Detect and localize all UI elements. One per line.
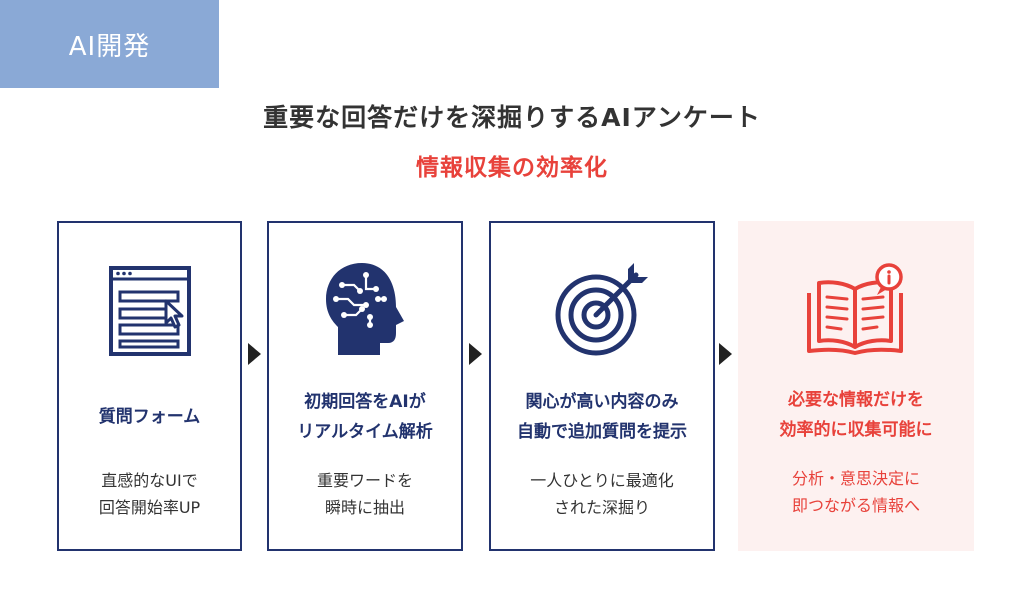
flow-arrow-icon (719, 343, 732, 365)
form-window-cursor-icon (108, 265, 192, 361)
step-description: 分析・意思決定に 即つながる情報へ (791, 469, 920, 515)
ai-brain-head-icon (322, 259, 408, 363)
step-heading: 初期回答をAIが リアルタイム解析 (297, 392, 433, 442)
step-card-ai-analysis: 初期回答をAIが リアルタイム解析 重要ワードを 瞬時に抽出 (267, 221, 463, 551)
open-book-info-icon (801, 263, 911, 361)
page-subtitle: 情報収集の効率化 (416, 155, 608, 181)
page-title: 重要な回答だけを深掘りするAIアンケート (263, 103, 761, 132)
target-arrow-icon (552, 259, 652, 363)
flow-arrow-icon (248, 343, 261, 365)
step-heading: 質問フォーム (98, 407, 201, 427)
category-tag: AI開発 (0, 0, 219, 88)
step-description: 重要ワードを 瞬時に抽出 (316, 471, 413, 517)
step-card-result: 必要な情報だけを 効率的に収集可能に 分析・意思決定に 即つながる情報へ (738, 221, 974, 551)
step-description: 一人ひとりに最適化 された深掘り (530, 471, 674, 517)
step-heading: 必要な情報だけを 効率的に収集可能に (779, 390, 933, 440)
step-card-form: 質問フォーム 直感的なUIで 回答開始率UP (57, 221, 242, 551)
flow-arrow-icon (469, 343, 482, 365)
step-description: 直感的なUIで 回答開始率UP (98, 471, 201, 517)
step-card-follow-up: 関心が高い内容のみ 自動で追加質問を提示 一人ひとりに最適化 された深掘り (489, 221, 715, 551)
step-heading: 関心が高い内容のみ 自動で追加質問を提示 (517, 392, 687, 442)
